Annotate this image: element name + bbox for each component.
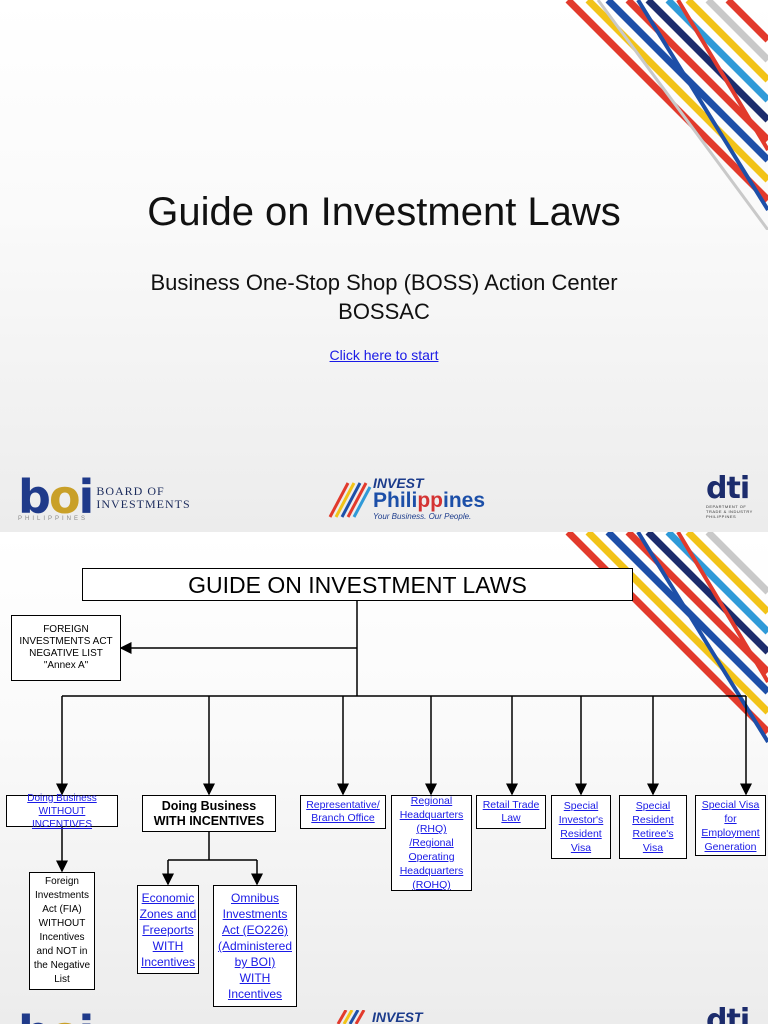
invest-philippines-logo-partial: INVEST <box>336 1010 423 1024</box>
dti-logo: dti DEPARTMENT OF TRADE & INDUSTRY PHILI… <box>706 471 753 520</box>
decorative-stripes <box>565 0 768 230</box>
invest-philippines-logo: INVEST Philippines Your Business. Our Pe… <box>326 476 496 521</box>
chart-title: GUIDE ON INVESTMENT LAWS <box>82 568 633 601</box>
representative-branch-office-link[interactable]: Representative/Branch Office <box>300 795 386 829</box>
dti-logo-partial: dti <box>706 1003 750 1024</box>
boi-logo: boi PHILIPPINES BOARD OF INVESTMENTS <box>18 470 191 524</box>
slide-subtitle: Business One-Stop Shop (BOSS) Action Cen… <box>150 270 618 295</box>
boi-logo-partial: boi <box>18 1010 94 1024</box>
decorative-stripes <box>565 532 768 744</box>
chart-slide: GUIDE ON INVESTMENT LAWS FOREIGN INVESTM… <box>0 532 768 1024</box>
slide-title: Guide on Investment Laws <box>147 190 621 234</box>
start-link[interactable]: Click here to start <box>329 347 439 363</box>
title-slide: Guide on Investment Laws Business One-St… <box>0 0 768 532</box>
slide-subtitle-acronym: BOSSAC <box>338 299 430 324</box>
negative-list-box: FOREIGN INVESTMENTS ACT NEGATIVE LIST "A… <box>11 615 121 681</box>
ip-stripes-icon <box>336 1010 366 1024</box>
ip-stripes-icon <box>328 481 372 518</box>
connector-lines <box>56 601 752 886</box>
